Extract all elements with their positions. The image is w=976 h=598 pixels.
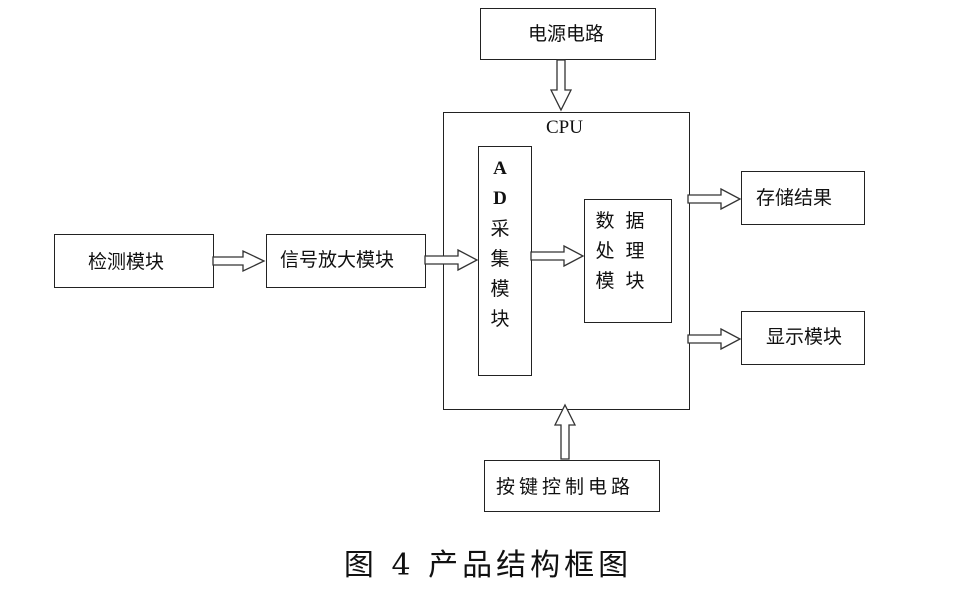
ad-module-box [478, 146, 532, 376]
amp-module-label: 信号放大模块 [280, 249, 395, 271]
store-result-label: 存储结果 [756, 187, 833, 209]
key-control-label: 按键控制电路 [496, 476, 635, 498]
cpu-label: CPU [546, 117, 583, 138]
arrow-cpu-to-display [687, 327, 742, 351]
proc-char: 数 [595, 210, 615, 232]
ad-char: 块 [490, 308, 510, 330]
display-module-box [741, 311, 865, 365]
data-processing-label: 数据 处理 模块 [590, 206, 650, 296]
arrow-detect-to-amp [212, 249, 266, 273]
amp-module-box [266, 234, 426, 288]
ad-char: 模 [490, 278, 510, 300]
arrow-ad-to-processing [530, 244, 585, 268]
proc-char: 块 [625, 270, 645, 292]
ad-char: 集 [490, 248, 510, 270]
ad-char: A [493, 158, 507, 179]
figure-caption: 图 4 产品结构框图 [343, 548, 633, 583]
data-processing-box [584, 199, 672, 323]
store-result-box [741, 171, 865, 225]
display-module-label: 显示模块 [766, 326, 843, 348]
detect-module-label: 检测模块 [88, 251, 165, 273]
arrow-amp-to-ad [424, 248, 479, 272]
proc-char: 处 [595, 240, 615, 262]
detect-module-box [54, 234, 214, 288]
proc-char: 模 [595, 270, 615, 292]
proc-char: 据 [625, 210, 645, 232]
proc-char: 理 [625, 240, 645, 262]
key-control-box [484, 460, 660, 512]
power-circuit-label: 电源电路 [528, 23, 605, 45]
arrow-power-to-cpu [549, 59, 573, 112]
arrow-cpu-to-store [687, 187, 742, 211]
power-circuit-box [480, 8, 656, 60]
ad-char: 采 [490, 218, 510, 240]
ad-char: D [493, 188, 507, 209]
ad-module-label: A D 采 集 模 块 [485, 154, 515, 334]
arrow-keys-to-cpu [553, 403, 577, 460]
